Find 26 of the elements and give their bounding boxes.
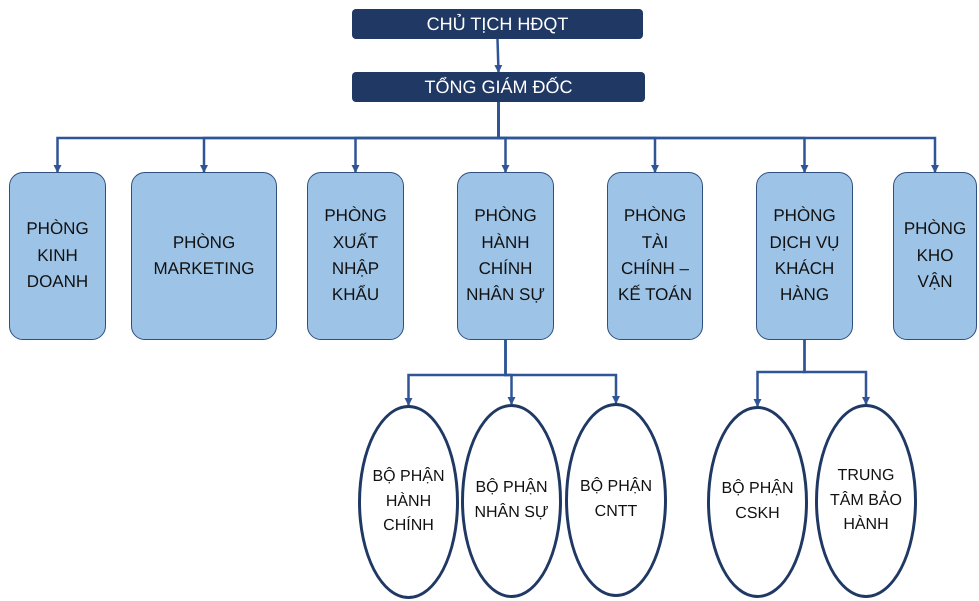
connector-arrow — [494, 38, 502, 73]
node-label: CHỦ TỊCH HĐQT — [426, 14, 568, 34]
node-label: PHÒNG KHO VẬN — [902, 218, 968, 294]
node-label: PHÒNG TÀI CHÍNH – KẾ TOÁN — [616, 205, 693, 306]
department-box — [131, 172, 277, 340]
node-label: PHÒNG HÀNH CHÍNH NHÂN SỰ — [466, 205, 545, 306]
node-label: TỔNG GIÁM ĐỐC — [424, 76, 572, 98]
node-label: PHÒNG MARKETING — [152, 232, 256, 280]
node-label: TRUNG TÂM BẢO HÀNH — [828, 466, 903, 536]
node-label: BỘ PHẬN NHÂN SỰ — [474, 477, 549, 523]
department-box — [756, 172, 853, 340]
node-label: PHÒNG KINH DOANH — [25, 218, 90, 294]
department-box — [893, 172, 977, 340]
node-label: PHÒNG XUẤT NHẬP KHẨU — [323, 205, 388, 306]
node-label: BỘ PHẬN HÀNH CHÍNH — [371, 466, 446, 536]
title-box — [352, 9, 643, 39]
connector-arrow — [504, 340, 620, 404]
node-label: BỘ PHẬN CSKH — [720, 478, 794, 524]
department-box — [307, 172, 404, 340]
department-box — [9, 172, 106, 340]
department-box — [607, 172, 703, 340]
department-box — [457, 172, 554, 340]
node-label: PHÒNG DỊCH VỤ KHÁCH HÀNG — [768, 205, 840, 306]
node-label: BỘ PHẬN CNTT — [578, 476, 653, 522]
connector-arrow — [803, 340, 870, 405]
title-box — [352, 72, 645, 102]
